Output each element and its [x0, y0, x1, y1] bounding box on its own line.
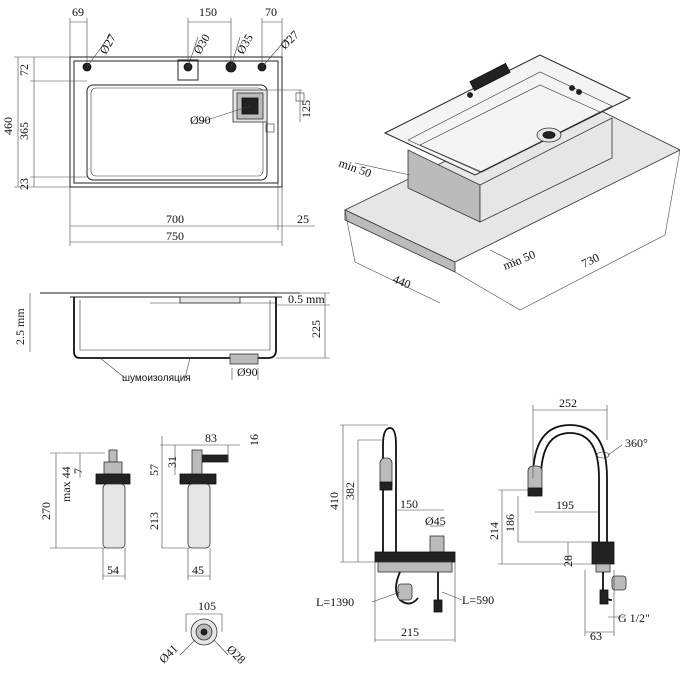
faucet-front-base	[591, 541, 615, 565]
dim-dia27-left: Ø27	[96, 32, 118, 57]
dim-360deg: 360°	[625, 436, 648, 450]
dim-l590: L=590	[462, 593, 494, 607]
dim-700: 700	[166, 212, 184, 226]
faucet-arc	[532, 424, 608, 542]
dim-63: 63	[590, 629, 602, 643]
dim-365: 365	[17, 122, 31, 140]
dim-186: 186	[503, 514, 517, 532]
dim-83: 83	[205, 431, 217, 445]
bowl-inner	[90, 87, 264, 177]
section-bowl	[73, 297, 277, 359]
dim-dia90-section: Ø90	[237, 365, 258, 379]
sink-inner-outline	[73, 60, 279, 184]
faucet-body	[382, 427, 397, 552]
dim-0-5mm: 0.5 mm	[288, 292, 325, 306]
sink-outer-outline	[69, 56, 283, 188]
iso-faucet-plate	[469, 62, 511, 92]
dim-45: 45	[192, 563, 204, 577]
overflow-slot	[265, 123, 275, 133]
dim-213: 213	[147, 512, 161, 530]
dim-2-5mm: 2.5 mm	[13, 308, 27, 345]
dim-730: 730	[579, 250, 601, 270]
soap-dispenser-top: 105 Ø41 Ø28	[156, 599, 248, 667]
sink-section-view: 2.5 mm 0.5 mm 225 шумоизоляция Ø90	[13, 292, 330, 384]
soap-dispenser-side: 83 16 57 31 213 45	[147, 431, 261, 580]
dim-105: 105	[198, 599, 216, 613]
dispenser-flange	[95, 473, 131, 485]
dim-g12: G 1/2"	[618, 611, 650, 625]
dim-23: 23	[17, 178, 31, 190]
section-drain	[229, 353, 259, 365]
faucet-base-plate	[374, 551, 456, 563]
dim-25: 25	[297, 212, 309, 226]
dim-72: 72	[17, 64, 31, 76]
sink-isometric-view: min 50 min 50 440 730	[337, 54, 680, 311]
dim-440: 440	[391, 272, 413, 292]
dim-max44: max 44	[59, 466, 73, 502]
dim-69: 69	[72, 5, 84, 19]
dim-28-faucet: 28	[561, 555, 575, 567]
dim-dia27-right: Ø27	[277, 28, 302, 53]
dim-252: 252	[559, 396, 577, 410]
dim-460: 460	[1, 117, 15, 135]
dim-214: 214	[487, 522, 501, 540]
dim-195: 195	[556, 498, 574, 512]
dim-dia28: Ø28	[224, 642, 249, 667]
dim-min50-a: min 50	[337, 156, 373, 181]
dispenser-bottle	[102, 483, 126, 549]
dim-750: 750	[166, 229, 184, 243]
dim-dia90-top: Ø90	[190, 113, 211, 127]
soap-dispenser-front: 270 max 44 7 54	[39, 449, 131, 580]
dim-54: 54	[107, 563, 119, 577]
dim-410: 410	[327, 492, 341, 510]
faucet-front-view: 252 360° 214 186 195 28 G 1/2" 63	[487, 396, 650, 643]
insulation-label: шумоизоляция	[122, 373, 191, 384]
dim-57: 57	[147, 464, 161, 476]
dim-70: 70	[265, 5, 277, 19]
dim-270: 270	[39, 502, 53, 520]
dim-min50-b: min 50	[501, 247, 537, 273]
dim-dia35: Ø35	[233, 32, 255, 57]
dim-16: 16	[247, 434, 261, 446]
bowl-outline	[86, 84, 268, 181]
faucet-side-view: 410 382 150 Ø45 L=1390 L=590 215	[316, 424, 494, 642]
sink-top-view: 69 150 70 Ø27 Ø30 Ø35 Ø27 72 460 365 23 …	[1, 5, 315, 246]
dim-150-top: 150	[199, 5, 217, 19]
dim-125: 125	[299, 100, 313, 118]
dim-dia30: Ø30	[190, 32, 212, 57]
dim-31: 31	[165, 456, 179, 468]
dim-150-faucet: 150	[400, 497, 418, 511]
faucet-handle	[429, 535, 445, 553]
dim-225: 225	[309, 320, 323, 338]
dim-dia45: Ø45	[425, 514, 446, 528]
dim-l1390: L=1390	[316, 595, 354, 609]
dim-dia41: Ø41	[156, 642, 181, 667]
dim-7: 7	[71, 468, 85, 474]
dim-382: 382	[343, 482, 357, 500]
dim-215: 215	[401, 625, 419, 639]
